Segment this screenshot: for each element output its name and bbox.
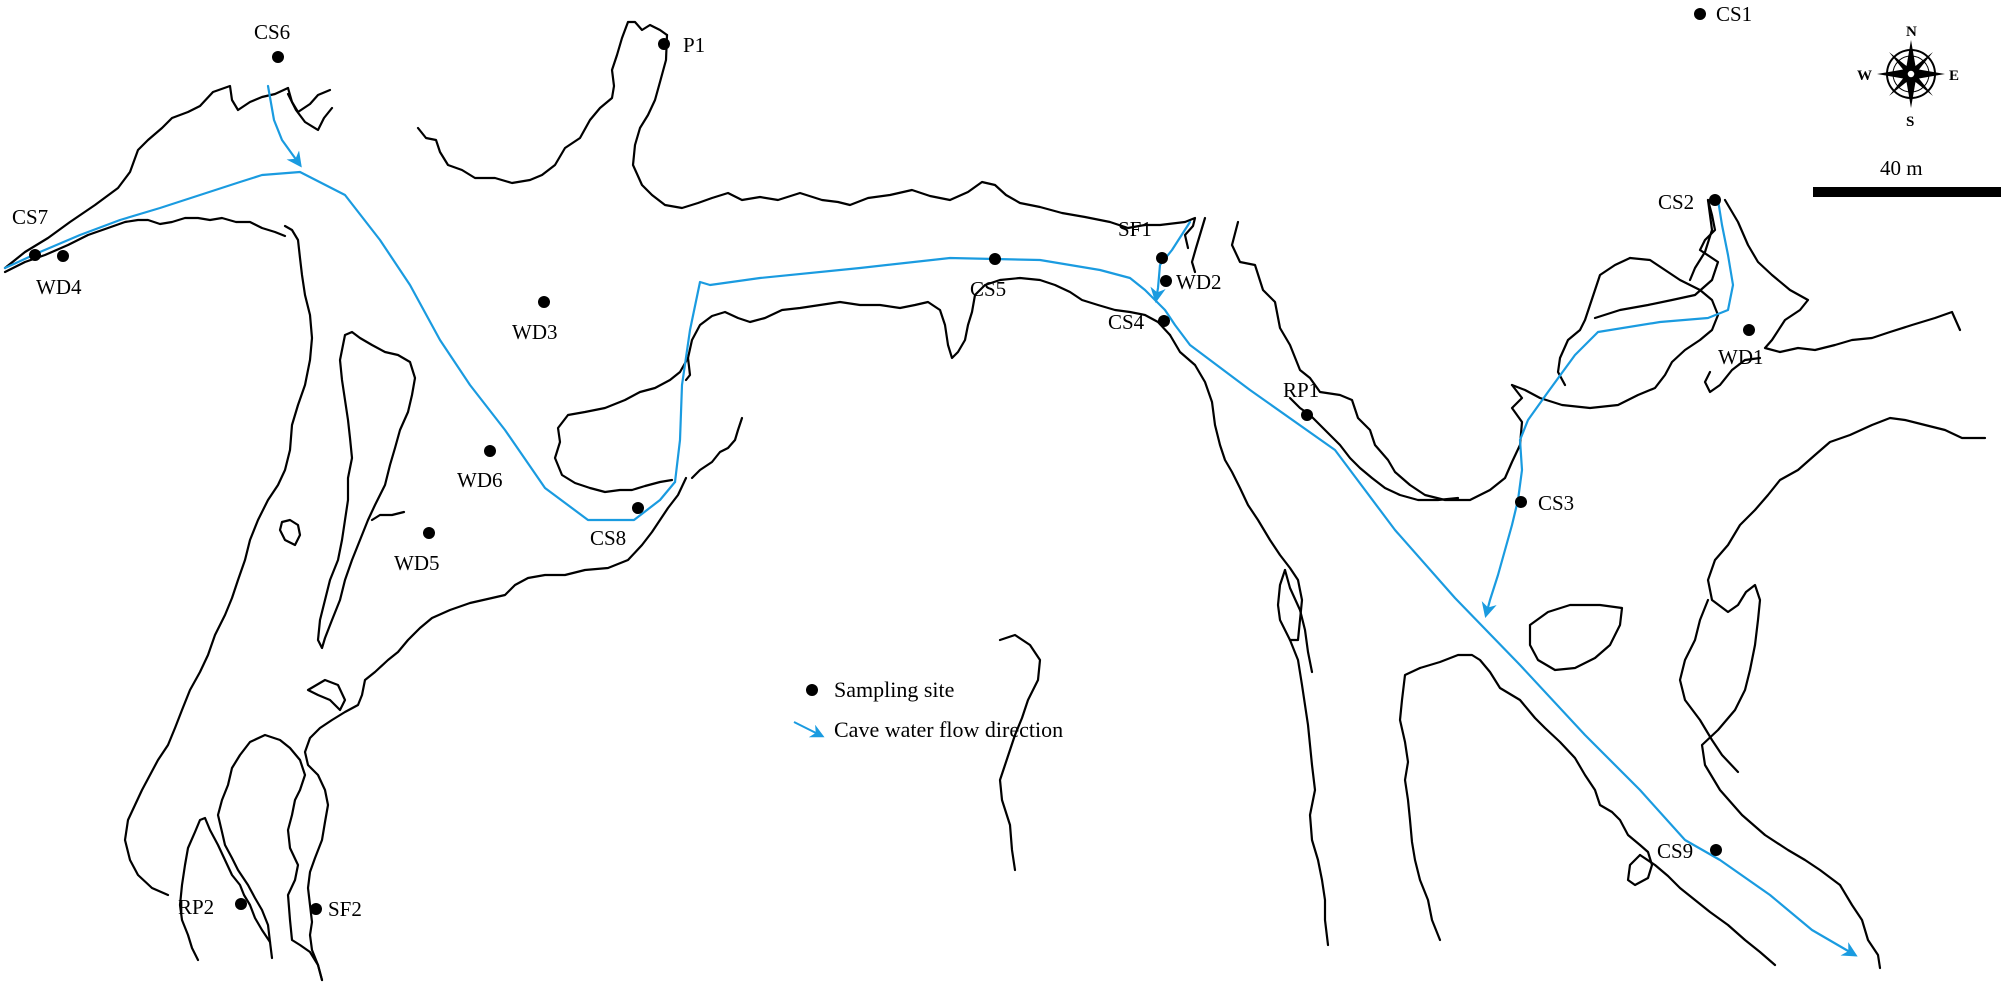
site-label: WD1 — [1718, 345, 1764, 369]
scale-bar-label: 40 m — [1880, 156, 1923, 180]
cave-wall — [1723, 198, 1962, 354]
site-dot — [57, 250, 69, 262]
site-label: CS5 — [970, 277, 1006, 301]
cave-wall — [3, 84, 290, 270]
cave-wall — [286, 92, 334, 132]
site-label: CS2 — [1658, 190, 1694, 214]
site-label: CS3 — [1538, 491, 1574, 515]
site-label: WD5 — [394, 551, 440, 575]
site-dot — [632, 502, 644, 514]
cave-wall — [1593, 198, 1720, 320]
cave-wall — [1288, 638, 1330, 947]
cave-wall — [1700, 416, 1987, 970]
site-dot — [310, 903, 322, 915]
site-label: CS8 — [590, 526, 626, 550]
site-dot — [1709, 194, 1721, 206]
cave-wall — [684, 276, 1172, 382]
site-label: WD4 — [36, 275, 82, 299]
cave-wall — [553, 356, 690, 494]
site-dot — [1515, 496, 1527, 508]
site-dot — [1158, 315, 1170, 327]
legend-flow-label: Cave water flow direction — [834, 717, 1063, 742]
site-label: RP1 — [1283, 378, 1319, 402]
site-dot — [1301, 409, 1313, 421]
site-dot — [1710, 844, 1722, 856]
site-label: P1 — [683, 33, 705, 57]
flow-line — [1150, 220, 1192, 304]
cave-wall — [1230, 220, 1524, 502]
cave-wall — [3, 216, 287, 274]
cave-wall — [1703, 356, 1762, 394]
site-label: CS7 — [12, 205, 48, 229]
site-dot — [1156, 252, 1168, 264]
site-dot — [29, 249, 41, 261]
cave-wall — [1190, 216, 1207, 274]
legend-flow-marker — [793, 721, 825, 738]
site-label: WD6 — [457, 468, 503, 492]
cave-wall — [1168, 333, 1304, 642]
cave-wall — [1510, 256, 1720, 410]
flow-line — [673, 256, 1858, 957]
site-dot — [484, 445, 496, 457]
scale-bar: 40 m — [1813, 156, 2001, 197]
cave-wall — [631, 33, 1197, 250]
site-label: SF2 — [328, 897, 362, 921]
site-dot — [1694, 8, 1706, 20]
compass-n: N — [1906, 24, 1917, 40]
cave-wall — [178, 816, 272, 962]
site-dot — [1743, 324, 1755, 336]
site-label: SF1 — [1118, 217, 1152, 241]
cave-wall — [998, 633, 1042, 872]
flow-line — [266, 84, 302, 168]
sampling-sites: CS1 CS2 CS3 CS4 CS5 CS6 CS7 CS8 CS9 P1 S… — [12, 2, 1764, 921]
cave-wall — [306, 678, 347, 712]
flow-line — [3, 170, 677, 522]
site-label: WD2 — [1176, 270, 1222, 294]
site-dot — [235, 898, 247, 910]
legend-site-marker — [806, 684, 818, 696]
site-label: RP2 — [178, 895, 214, 919]
site-label: CS4 — [1108, 310, 1145, 334]
cave-wall — [1638, 853, 1777, 967]
site-label: WD3 — [512, 320, 558, 344]
compass-s: S — [1906, 114, 1914, 130]
site-dot — [1160, 275, 1172, 287]
compass-w: W — [1857, 68, 1872, 84]
cave-wall — [370, 510, 406, 522]
cave-wall — [1678, 598, 1740, 774]
cave-wall — [1688, 198, 1714, 282]
compass-rose-icon: N S E W — [1857, 24, 1959, 130]
cave-wall — [278, 518, 302, 547]
legend-site-label: Sampling site — [834, 677, 954, 702]
cave-wall — [123, 224, 314, 897]
cave-wall — [1288, 396, 1460, 502]
site-dot — [538, 296, 550, 308]
cave-wall — [1398, 666, 1442, 942]
site-dot — [423, 527, 435, 539]
cave-wall — [690, 416, 744, 480]
cave-wall — [1556, 256, 1632, 387]
legend: Sampling site Cave water flow direction — [793, 677, 1063, 742]
cave-wall — [1528, 603, 1624, 672]
site-label: CS9 — [1657, 839, 1693, 863]
compass-e: E — [1949, 68, 1959, 84]
cave-wall — [303, 476, 688, 982]
site-label: CS1 — [1716, 2, 1752, 26]
cave-wall — [1418, 653, 1654, 887]
flow-line — [1481, 198, 1735, 618]
cave-wall — [1283, 568, 1314, 674]
scale-bar-rect — [1813, 187, 2001, 197]
site-dot — [272, 51, 284, 63]
site-label: CS6 — [254, 20, 290, 44]
site-dot — [658, 38, 670, 50]
cave-walls — [3, 20, 1987, 982]
cave-wall — [316, 330, 417, 650]
cave-wall — [416, 20, 669, 185]
flow-lines — [3, 84, 1858, 957]
cave-wall — [216, 733, 324, 982]
site-dot — [989, 253, 1001, 265]
